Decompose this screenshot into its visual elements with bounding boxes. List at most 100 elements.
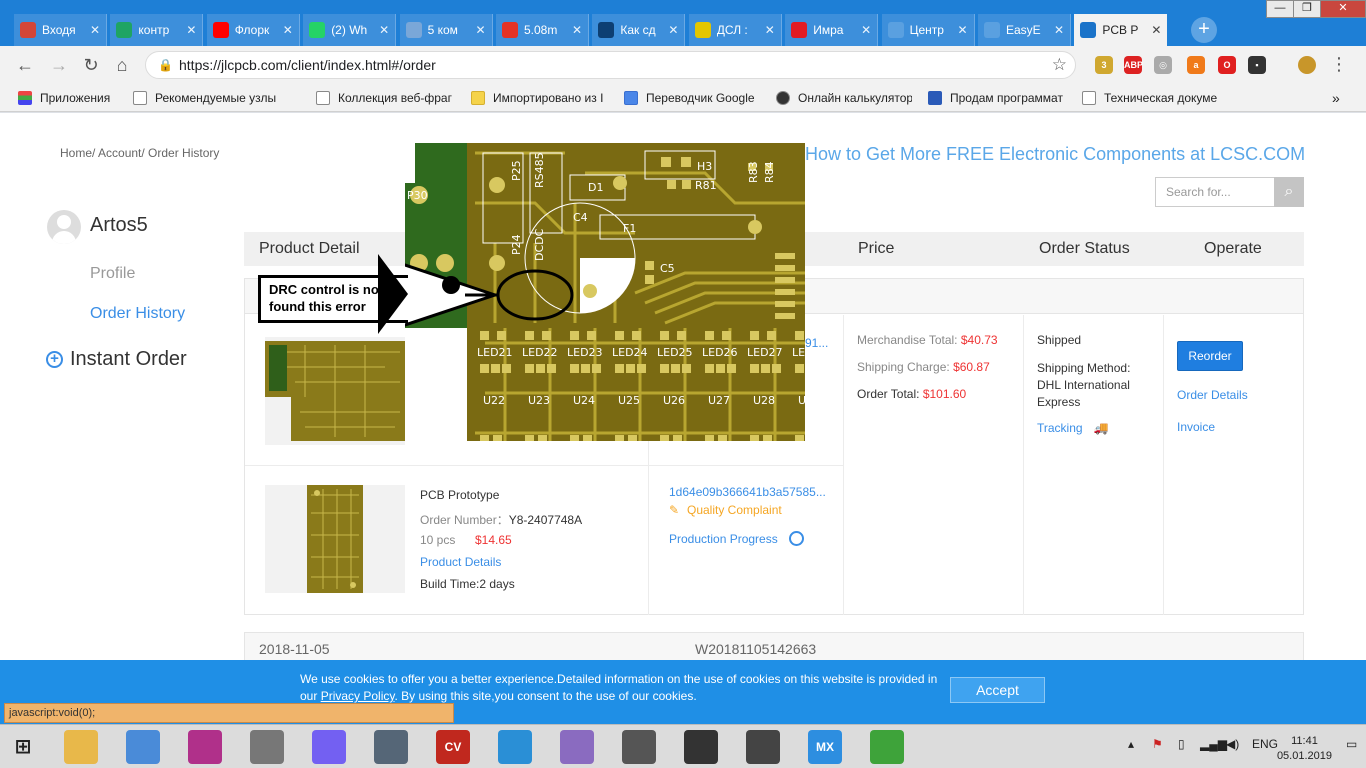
tab[interactable]: Флорк✕	[206, 14, 300, 46]
tab[interactable]: Как сд✕	[592, 14, 686, 46]
home-button[interactable]: ⌂	[116, 55, 128, 75]
forward-button[interactable]: →	[50, 55, 68, 75]
adblock-icon[interactable]: ABP	[1124, 56, 1143, 74]
tab[interactable]: EasyE✕	[978, 14, 1071, 46]
camera-icon[interactable]	[188, 730, 222, 764]
sidebar-item-order-history[interactable]: Order History	[90, 305, 186, 322]
notifications-icon[interactable]: ▭	[1346, 737, 1358, 751]
search-input[interactable]: Search for... ⌕	[1155, 177, 1304, 207]
battery-icon[interactable]: ▯	[1178, 737, 1185, 751]
order-details-link[interactable]: Order Details	[1177, 388, 1248, 402]
pcb-pad	[767, 331, 776, 340]
viber-icon[interactable]	[312, 730, 346, 764]
paint-icon[interactable]	[560, 730, 594, 764]
folder-icon	[471, 91, 485, 105]
quality-complaint-link[interactable]: ✎Quality Complaint	[669, 503, 782, 517]
pcb-thumbnail[interactable]	[265, 337, 405, 445]
tab[interactable]: Входя✕	[14, 14, 107, 46]
tab[interactable]: ДСЛ :✕	[688, 14, 782, 46]
close-tab-icon[interactable]: ✕	[861, 23, 872, 37]
close-tab-icon[interactable]: ✕	[89, 23, 100, 37]
tab[interactable]: PCB P✕	[1074, 14, 1168, 46]
bookmark-item[interactable]: Продам программат	[928, 89, 1066, 107]
production-progress-link[interactable]: Production Progress	[669, 531, 805, 546]
pcb-thumbnail[interactable]	[265, 485, 405, 593]
calculator-icon[interactable]	[498, 730, 532, 764]
close-window-button[interactable]: ✕	[1320, 0, 1366, 18]
extension-dark-icon[interactable]: ▪	[1248, 56, 1266, 74]
breadcrumb[interactable]: Home/ Account/ Order History	[60, 146, 220, 160]
close-tab-icon[interactable]: ✕	[764, 23, 775, 37]
tab[interactable]: Центр✕	[881, 14, 975, 46]
bookmark-star-icon[interactable]: ☆	[1051, 55, 1067, 74]
cookie-message: We use cookies to offer you a better exp…	[300, 672, 938, 703]
bookmark-apps[interactable]: Приложения	[18, 89, 118, 107]
bookmark-item[interactable]: Коллекция веб-фраг	[316, 89, 456, 107]
file-hash-link[interactable]: 91...	[805, 336, 829, 350]
bookmark-item[interactable]: Техническая докуме	[1082, 89, 1218, 107]
lamp-icon[interactable]	[250, 730, 284, 764]
minimize-button[interactable]: —	[1266, 0, 1294, 18]
extension-a-icon[interactable]: a	[1187, 56, 1205, 74]
reload-button[interactable]: ↻	[83, 55, 99, 75]
network-warning-icon[interactable]: ⚑	[1152, 737, 1163, 751]
webcam-icon[interactable]	[746, 730, 780, 764]
privacy-policy-link[interactable]: Privacy Policy	[320, 689, 395, 703]
search-icon[interactable]: ⌕	[1274, 177, 1304, 207]
close-tab-icon[interactable]: ✕	[282, 23, 293, 37]
mx-icon[interactable]: MX	[808, 730, 842, 764]
page-icon	[1082, 91, 1096, 105]
close-tab-icon[interactable]: ✕	[1151, 23, 1162, 37]
back-button[interactable]: ←	[16, 55, 34, 75]
pcb-pad	[795, 364, 804, 373]
profile-avatar[interactable]	[1298, 56, 1316, 74]
bookmark-item[interactable]: Онлайн калькулятор	[776, 89, 912, 107]
tab[interactable]: (2) Wh✕	[303, 14, 397, 46]
bookmark-folder[interactable]: Импортировано из I	[471, 89, 607, 107]
bookmark-item[interactable]: Переводчик Google	[624, 89, 764, 107]
close-tab-icon[interactable]: ✕	[571, 23, 582, 37]
close-tab-icon[interactable]: ✕	[1053, 23, 1064, 37]
board-icon[interactable]	[374, 730, 408, 764]
tab[interactable]: Имра✕	[785, 14, 879, 46]
sidebar-item-instant-order[interactable]: + Instant Order	[46, 348, 187, 371]
close-tab-icon[interactable]: ✕	[379, 23, 390, 37]
close-tab-icon[interactable]: ✕	[186, 23, 197, 37]
volume-icon[interactable]: ◀)	[1226, 737, 1240, 751]
file-hash-link[interactable]: 1d64e09b366641b3a57585...	[669, 485, 826, 499]
chrome-icon[interactable]	[126, 730, 160, 764]
close-tab-icon[interactable]: ✕	[475, 23, 486, 37]
extension-circle-icon[interactable]: ◎	[1154, 56, 1172, 74]
tab[interactable]: контр✕	[110, 14, 204, 46]
bookmark-item[interactable]: Рекомендуемые узлы	[133, 89, 298, 107]
close-tab-icon[interactable]: ✕	[668, 23, 679, 37]
opera-extension-icon[interactable]: O	[1218, 56, 1236, 74]
language-indicator[interactable]: ENG	[1252, 737, 1279, 751]
lcsc-promo-link[interactable]: How to Get More FREE Electronic Componen…	[805, 144, 1306, 164]
utorrent-icon[interactable]	[870, 730, 904, 764]
menu-kebab-icon[interactable]: ⋮	[1330, 54, 1348, 74]
tab[interactable]: 5 ком✕	[399, 14, 493, 46]
reorder-button[interactable]: Reorder	[1177, 341, 1243, 371]
start-button[interactable]: ⊞	[14, 736, 32, 758]
extension-weather-icon[interactable]: 3	[1095, 56, 1113, 74]
accept-cookies-button[interactable]: Accept	[950, 677, 1045, 703]
cvavr-icon[interactable]: CV AVR	[436, 730, 470, 764]
clock[interactable]: 11:41 05.01.2019	[1277, 734, 1332, 764]
product-details-link[interactable]: Product Details	[420, 555, 502, 569]
close-tab-icon[interactable]: ✕	[957, 23, 968, 37]
signal-icon[interactable]: ▂▄▆	[1200, 737, 1227, 751]
file-manager-icon[interactable]	[64, 730, 98, 764]
sidebar-item-profile[interactable]: Profile	[90, 265, 136, 282]
invoice-link[interactable]: Invoice	[1177, 420, 1216, 434]
scanner-icon[interactable]	[622, 730, 656, 764]
address-url: https://jlcpcb.com/client/index.html#/or…	[179, 57, 436, 73]
more-bookmarks-icon[interactable]: »	[1332, 90, 1340, 106]
address-bar[interactable]: 🔒 https://jlcpcb.com/client/index.html#/…	[145, 51, 1076, 79]
tray-expand-icon[interactable]: ▴	[1128, 737, 1135, 751]
scales-icon[interactable]	[684, 730, 718, 764]
maximize-button[interactable]: ❐	[1293, 0, 1321, 18]
tracking-link[interactable]: Tracking 🚚	[1037, 421, 1109, 435]
new-tab-button[interactable]: +	[1191, 17, 1217, 43]
tab[interactable]: 5.08m✕	[496, 14, 589, 46]
